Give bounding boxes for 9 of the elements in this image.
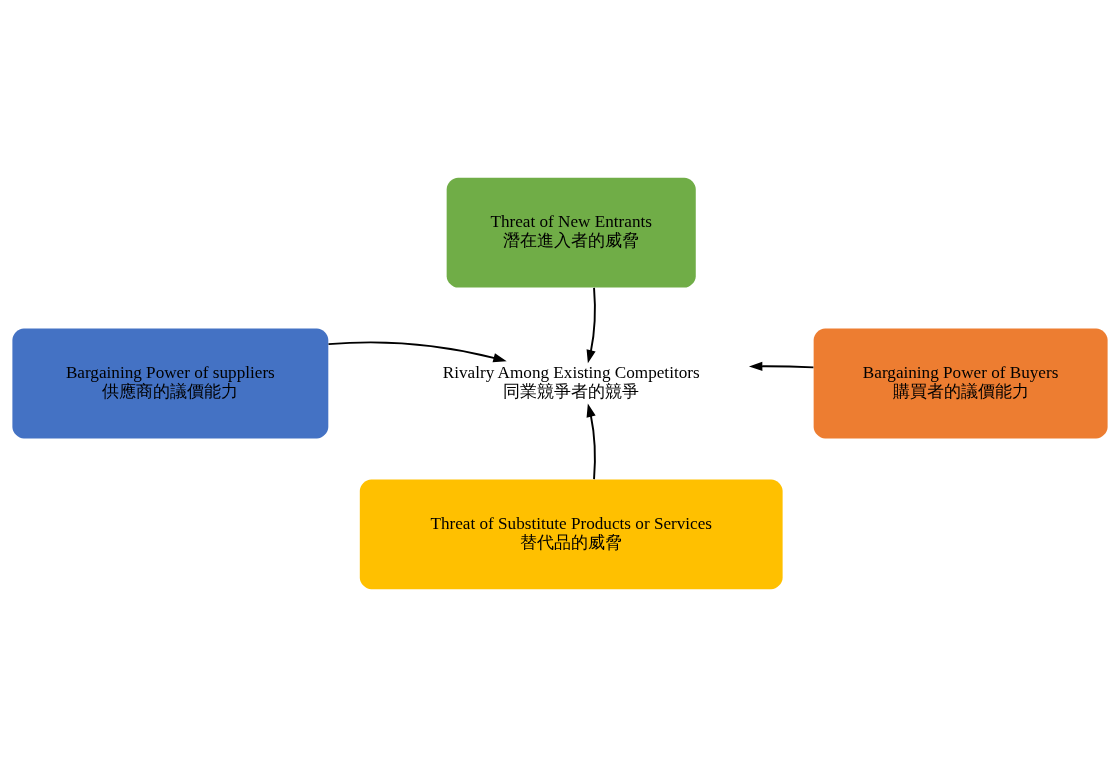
node-box: Bargaining Power of suppliers 供應商的議價能力 (12, 328, 329, 439)
arrow (748, 361, 815, 371)
node-text: Rivalry Among Existing Competitors 同業競爭者的競爭 (442, 363, 700, 402)
node-box: Threat of New Entrants 潛在進入者的威脅 (446, 177, 696, 288)
arrow (586, 286, 596, 364)
node-box: Threat of Substitute Products or Services 替代品的威脅 (359, 479, 783, 590)
node-box: Bargaining Power of Buyers 購買者的議價能力 (813, 328, 1108, 439)
arrow (327, 341, 507, 363)
arrow (586, 403, 596, 481)
